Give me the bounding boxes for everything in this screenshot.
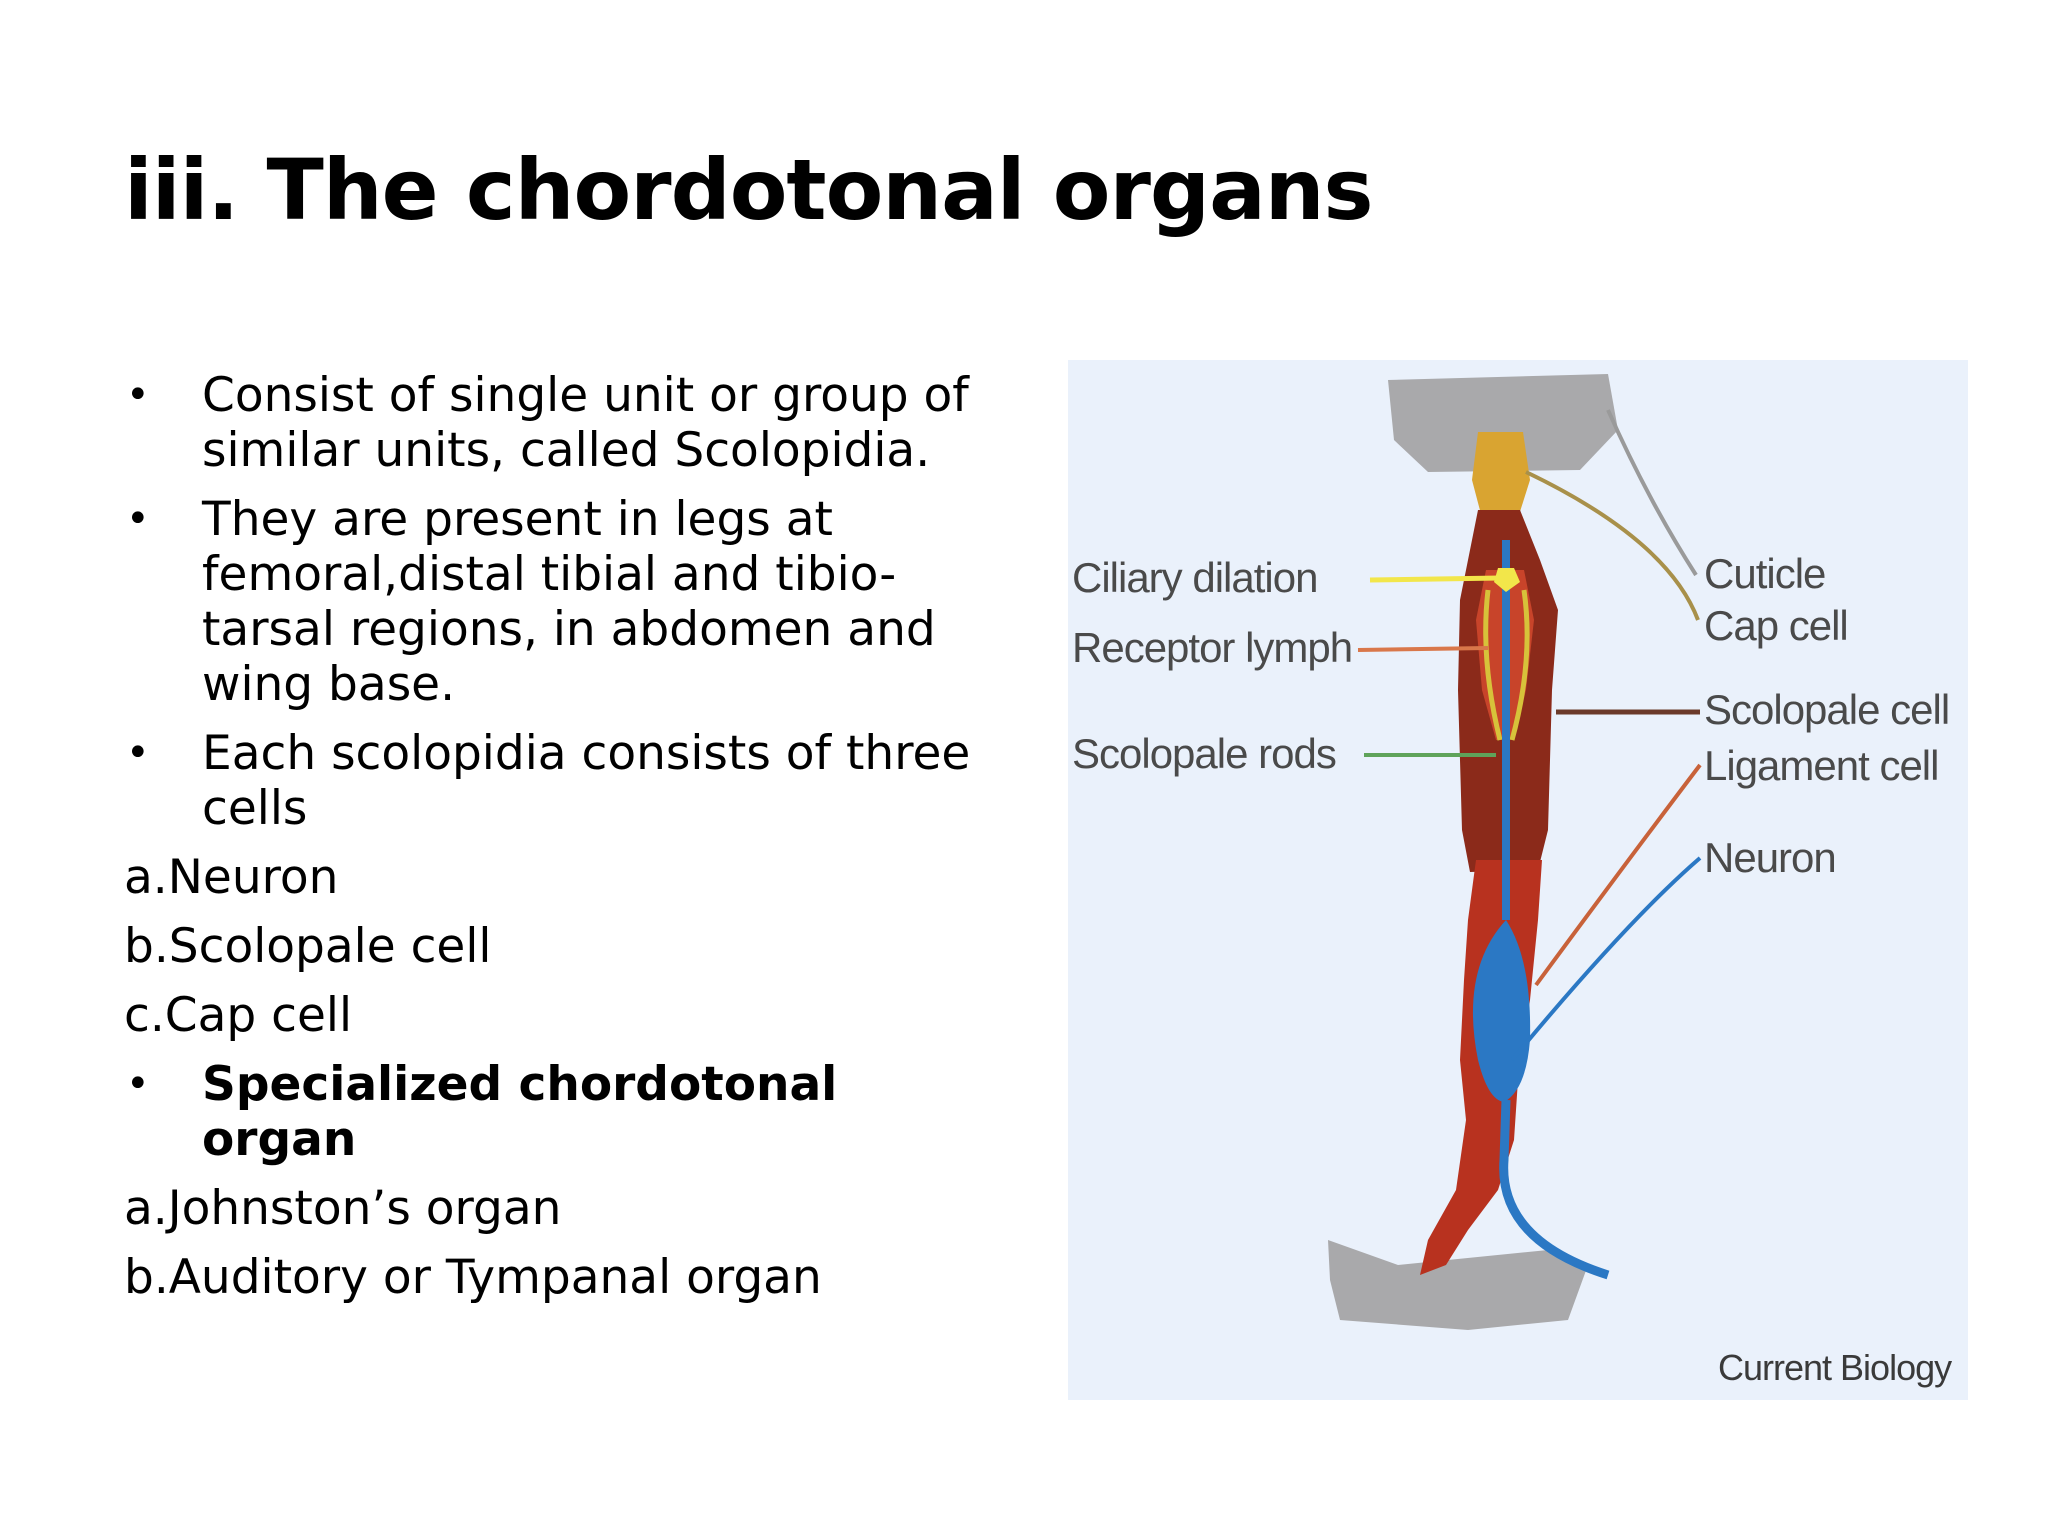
sub-item: b.Scolopale cell (124, 919, 492, 974)
label-scolopale-rods: Scolopale rods (1072, 730, 1336, 777)
label-ligament-cell: Ligament cell (1704, 742, 1938, 789)
sub-item: b.Auditory or Tympanal organ (124, 1250, 822, 1305)
bullet-text: Each scolopidia consists of three cells (202, 726, 971, 836)
chordotonal-diagram: Ciliary dilation Receptor lymph Scolopal… (1068, 360, 1968, 1400)
leader-line-receptor (1357, 646, 1489, 652)
bullet-text: Consist of single unit or group of simil… (202, 368, 969, 478)
label-receptor-lymph: Receptor lymph (1072, 624, 1352, 671)
label-scolopale-cell: Scolopale cell (1704, 686, 1949, 733)
label-ciliary-dilation: Ciliary dilation (1072, 554, 1317, 601)
cap-cell-shape (1472, 432, 1530, 518)
sub-item: a.Johnston’s organ (124, 1181, 562, 1236)
cuticle-bottom-shape (1328, 1240, 1588, 1330)
bullet-glyph: • (126, 372, 150, 418)
neuron-axon-shape (1499, 1099, 1610, 1280)
bullet-item-bold: • Specialized chordotonal organ (124, 1057, 984, 1167)
bullet-item: • Consist of single unit or group of sim… (124, 368, 984, 478)
label-neuron: Neuron (1704, 834, 1836, 881)
sub-item: a.Neuron (124, 850, 339, 905)
leader-line-cap (1525, 470, 1700, 621)
cuticle-top-shape (1388, 374, 1618, 472)
label-cuticle: Cuticle (1704, 550, 1825, 597)
leader-line-ligament (1534, 763, 1702, 987)
slide-title: iii. The chordotonal organs (124, 141, 1374, 239)
ciliary-dilation-shape (1494, 568, 1520, 592)
scolopale-rods-shape (1483, 589, 1530, 741)
leader-line-neuron (1510, 856, 1702, 1062)
bullet-glyph: • (126, 496, 150, 542)
leader-line-ciliary (1369, 575, 1501, 583)
bullet-item: • They are present in legs at femoral,di… (124, 492, 984, 712)
leader-line-cuticle (1606, 409, 1698, 577)
bullet-text: They are present in legs at femoral,dist… (202, 492, 936, 712)
bullet-glyph: • (126, 1061, 150, 1107)
figure-credit: Current Biology (1718, 1347, 1952, 1388)
sub-item: c.Cap cell (124, 988, 353, 1043)
diagram-svg: Ciliary dilation Receptor lymph Scolopal… (1072, 374, 1953, 1388)
label-cap-cell: Cap cell (1704, 602, 1848, 649)
bullet-item: • Each scolopidia consists of three cell… (124, 726, 984, 836)
bullet-text: Specialized chordotonal organ (202, 1057, 838, 1167)
bullet-glyph: • (126, 730, 150, 776)
slide-body: • Consist of single unit or group of sim… (124, 368, 984, 1319)
